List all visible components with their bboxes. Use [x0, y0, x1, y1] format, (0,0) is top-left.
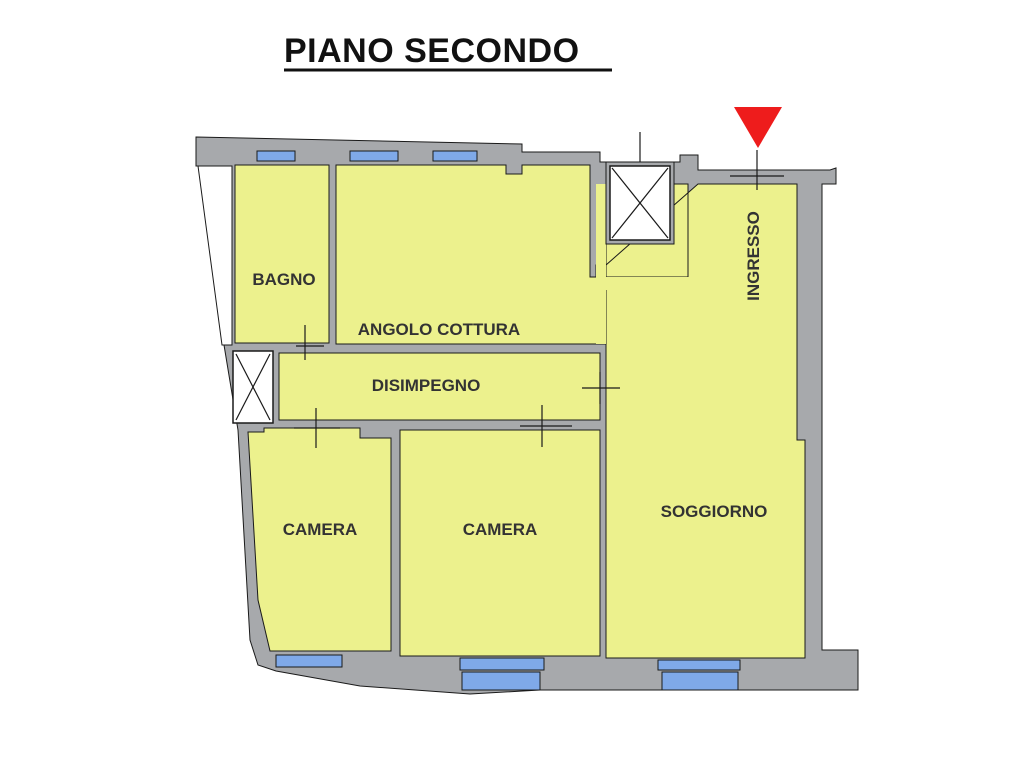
vent-cross-b [235, 353, 271, 421]
window-cottura-2 [432, 150, 478, 162]
label-angolo-cottura: ANGOLO COTTURA [358, 320, 520, 339]
room-soggiorno [595, 183, 806, 659]
window-camera-1 [275, 654, 343, 668]
entrance-marker-icon [734, 107, 782, 148]
window-soggiorno [657, 659, 741, 671]
label-camera-2: CAMERA [463, 520, 538, 539]
label-bagno: BAGNO [252, 270, 315, 289]
lift-cross-b [611, 167, 669, 239]
window-camera-2-lower [461, 671, 541, 691]
label-disimpegno: DISIMPEGNO [372, 376, 481, 395]
window-bagno [256, 150, 296, 162]
room-disimpegno [278, 352, 601, 421]
room-bagno [234, 164, 330, 344]
label-ingresso: INGRESSO [744, 211, 763, 301]
label-soggiorno: SOGGIORNO [661, 502, 768, 521]
room-camera-1 [247, 427, 392, 652]
door-ticks [294, 150, 784, 448]
window-soggiorno-lower [661, 671, 739, 691]
plan-title: PIANO SECONDO [284, 32, 580, 70]
label-camera-1: CAMERA [283, 520, 358, 539]
left-exterior-notch [197, 165, 233, 346]
window-cottura-1 [349, 150, 399, 162]
window-camera-2 [459, 657, 545, 671]
room-camera-2 [399, 429, 601, 657]
